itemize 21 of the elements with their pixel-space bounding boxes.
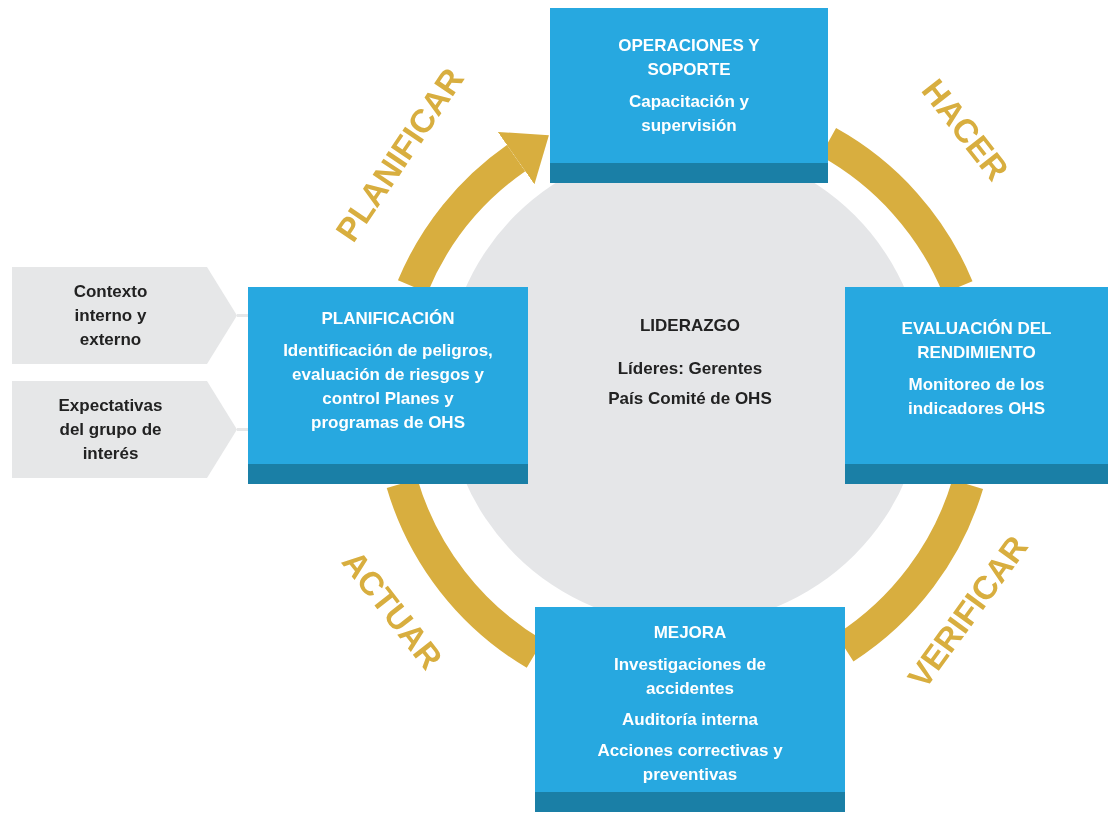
process-box <box>248 287 528 484</box>
box-text: Investigaciones de accidentes <box>612 654 768 700</box>
chevron-text: Expectativas del grupo de interés <box>57 394 164 465</box>
process-box <box>845 287 1108 484</box>
circle-text: Líderes: Gerentes <box>617 358 763 380</box>
box-text: Auditoría interna <box>622 709 758 731</box>
box-heading: EVALUACIÓN DEL RENDIMIENTO <box>900 318 1053 364</box>
box-heading: MEJORA <box>653 622 727 644</box>
input-box <box>12 267 237 364</box>
process-box <box>535 607 845 812</box>
box-heading: OPERACIONES Y SOPORTE <box>617 35 761 81</box>
box-text: Capacitación y supervisión <box>628 91 750 137</box>
circle-text: País Comité de OHS <box>608 388 772 410</box>
box-heading: PLANIFICACIÓN <box>321 308 455 330</box>
input-box <box>12 381 237 478</box>
chevron-text: Contexto interno y externo <box>72 280 149 351</box>
box-text: Monitoreo de los indicadores OHS <box>907 374 1046 420</box>
box-text: Acciones correctivas y preventivas <box>596 740 784 786</box>
circle-heading: LIDERAZGO <box>639 316 741 336</box>
box-text: Identificación de peligros, evaluación de riesgos y control Planes y programas de OHS <box>282 340 494 434</box>
process-box <box>550 8 828 183</box>
